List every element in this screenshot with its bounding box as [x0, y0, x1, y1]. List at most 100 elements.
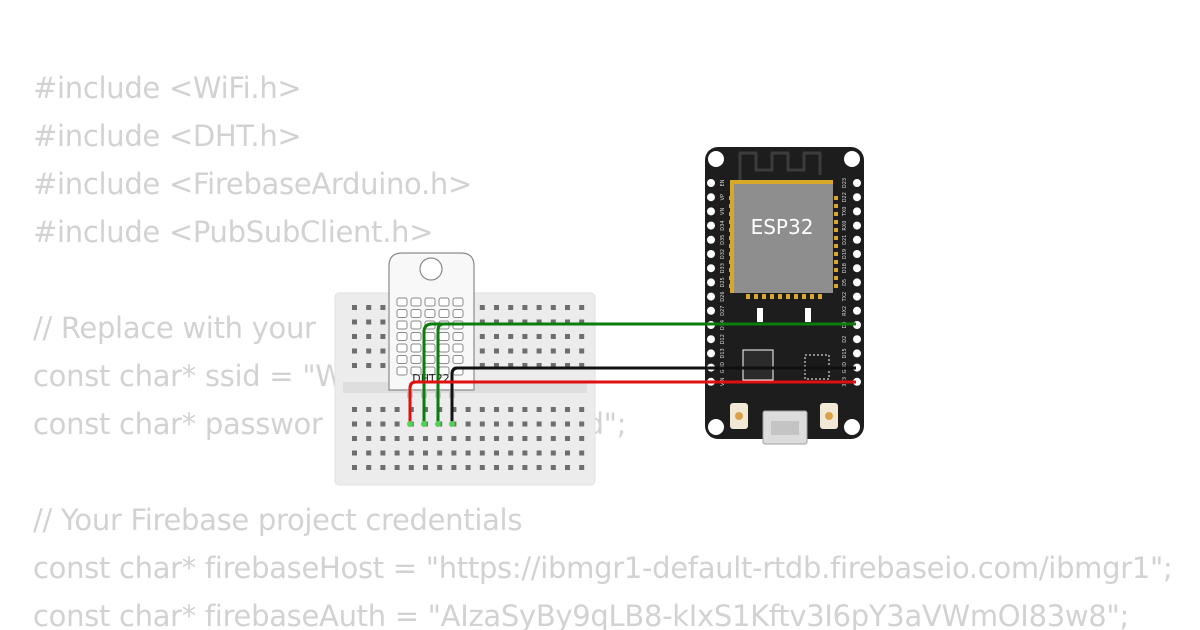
- breadboard-hole: [550, 407, 556, 412]
- breadboard-hole: [366, 363, 372, 368]
- module-pad: [802, 294, 806, 299]
- sensor-vent: [424, 343, 436, 353]
- sensor-vent: [452, 343, 464, 353]
- breadboard-hole: [536, 334, 542, 339]
- board-pin[interactable]: [707, 306, 715, 315]
- breadboard-hole: [494, 450, 499, 456]
- breadboard-hole: [352, 407, 357, 412]
- breadboard-hole: [522, 319, 528, 325]
- pin-label: D21: [842, 235, 848, 245]
- wire-data-green[interactable]: [422, 322, 856, 424]
- breadboard-hole: [522, 305, 528, 310]
- board-pin[interactable]: [853, 207, 861, 216]
- breadboard-hole: [579, 305, 585, 310]
- board-pin[interactable]: [707, 179, 715, 187]
- module-pad: [834, 268, 838, 272]
- breadboard-hole: [479, 334, 485, 339]
- breadboard-hole: [494, 305, 499, 310]
- sensor-vent: [396, 366, 408, 376]
- breadboard-hole: [508, 305, 514, 310]
- board-pin[interactable]: [853, 306, 861, 315]
- board-pin[interactable]: [853, 179, 861, 187]
- antenna-trace: [738, 151, 822, 180]
- pin-label: VN: [720, 208, 726, 215]
- breadboard-hole: [423, 436, 428, 441]
- breadboard-hole: [579, 334, 585, 339]
- board-pin[interactable]: [853, 264, 861, 273]
- board-pin[interactable]: [707, 335, 715, 344]
- breadboard-hole: [522, 363, 528, 368]
- sensor-vent: [396, 343, 408, 353]
- breadboard-hole: [366, 465, 372, 470]
- dht22-sensor[interactable]: DHT22: [388, 252, 475, 398]
- board-pin[interactable]: [853, 221, 861, 230]
- pin-label: D22: [842, 192, 848, 202]
- board-pin[interactable]: [853, 377, 861, 386]
- pin-label: D25: [720, 277, 726, 287]
- breadboard-hole: [352, 305, 357, 310]
- breadboard-hole: [536, 348, 542, 354]
- breadboard-hole: [565, 465, 570, 470]
- breadboard-hole: [536, 319, 542, 325]
- board-pin[interactable]: [707, 349, 715, 358]
- wire-vcc-red[interactable]: [408, 380, 856, 424]
- board-label: ESP32: [751, 215, 814, 239]
- breadboard-hole: [579, 363, 585, 368]
- breadboard-hole: [465, 436, 471, 441]
- board-pin[interactable]: [853, 363, 861, 372]
- breadboard-hole: [465, 450, 471, 456]
- breadboard-hole: [366, 436, 372, 441]
- pin-label: D35: [720, 235, 726, 245]
- module-pad: [834, 276, 838, 280]
- module-pad: [786, 294, 790, 299]
- board-pin[interactable]: [707, 278, 715, 287]
- board-pin[interactable]: [707, 250, 715, 258]
- pin-label: D5: [842, 279, 848, 286]
- module-pad: [729, 220, 733, 224]
- board-pin[interactable]: [853, 349, 861, 358]
- board-pin[interactable]: [707, 193, 715, 202]
- breadboard-hole: [579, 407, 585, 412]
- wire-gnd-black[interactable]: [450, 366, 856, 424]
- breadboard-hole: [550, 465, 556, 470]
- pin-label: D12: [720, 334, 726, 344]
- breadboard-hole: [522, 421, 528, 427]
- board-pin[interactable]: [707, 292, 715, 301]
- breadboard-hole: [352, 363, 357, 368]
- pin-label: RX0: [842, 221, 848, 231]
- wire-endpoint: [421, 421, 427, 427]
- module-pad: [754, 294, 758, 299]
- pin-label: D23: [842, 178, 848, 188]
- module-pad: [729, 236, 733, 240]
- breadboard-hole: [408, 436, 414, 441]
- board-pin[interactable]: [853, 292, 861, 301]
- breadboard-hole: [565, 348, 570, 354]
- breadboard-hole: [380, 465, 386, 470]
- pin-label: D18: [842, 263, 848, 273]
- code-line: const char* firebaseHost = "https://ibmg…: [33, 551, 1173, 585]
- breadboard-hole: [550, 363, 556, 368]
- breadboard-hole: [437, 450, 443, 456]
- board-pin[interactable]: [707, 235, 715, 244]
- board-pin[interactable]: [853, 193, 861, 202]
- board-pin[interactable]: [707, 207, 715, 216]
- pin-label: RX2: [842, 306, 848, 316]
- sensor-vent: [396, 309, 408, 318]
- breadboard-hole: [437, 465, 443, 470]
- sensor-vent: [410, 309, 422, 318]
- breadboard-hole: [565, 363, 570, 368]
- breadboard-hole: [352, 450, 357, 456]
- board-pin[interactable]: [853, 235, 861, 244]
- sensor-vent: [438, 332, 450, 341]
- esp32-board[interactable]: ESP32 ENVPVND34D35D32D33D25D26D27D14D12D…: [705, 147, 864, 445]
- breadboard-hole: [550, 436, 556, 441]
- board-pin[interactable]: [853, 278, 861, 287]
- board-pin[interactable]: [853, 335, 861, 344]
- board-pin[interactable]: [707, 221, 715, 230]
- code-line: #include <FirebaseArduino.h>: [33, 167, 472, 201]
- wire-data-green-2[interactable]: [436, 322, 445, 424]
- board-pin[interactable]: [707, 264, 715, 273]
- breadboard-hole: [522, 348, 528, 354]
- board-pin[interactable]: [853, 250, 861, 258]
- breadboard-hole: [550, 319, 556, 325]
